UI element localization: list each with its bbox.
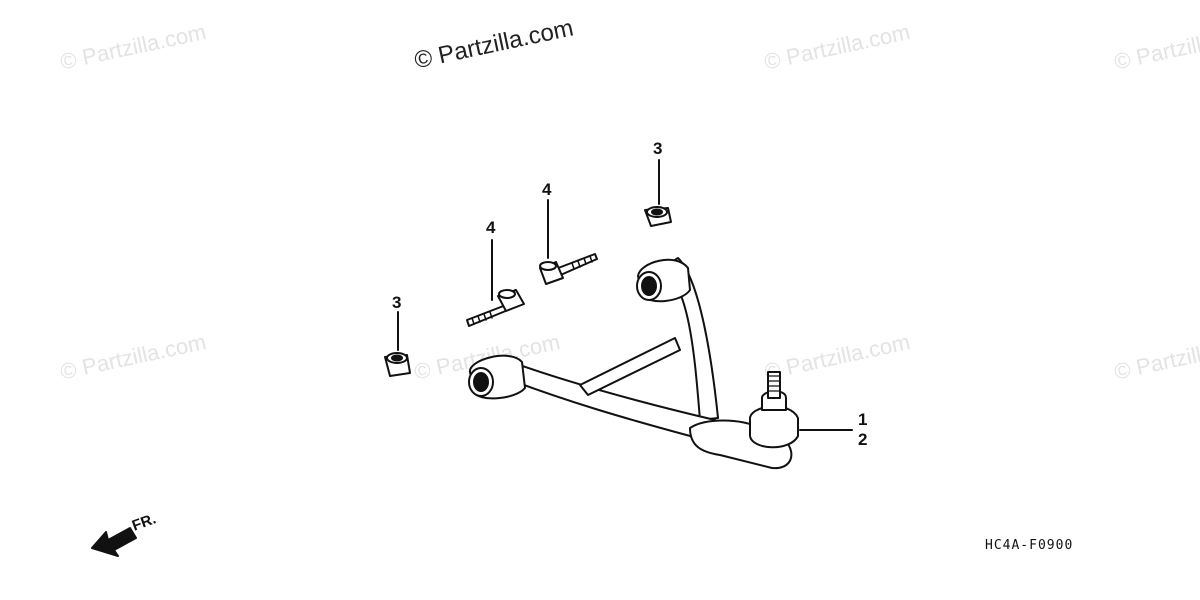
flange-bolt-right[interactable] bbox=[539, 253, 598, 285]
a-arm[interactable] bbox=[468, 257, 793, 470]
flange-bolt-left[interactable] bbox=[466, 289, 525, 327]
callout-arm: 1 bbox=[858, 410, 868, 429]
flange-nut-upper[interactable] bbox=[644, 206, 672, 227]
callout-bolt-right: 4 bbox=[542, 180, 552, 199]
diagram-code: HC4A-F0900 bbox=[985, 538, 1074, 553]
front-direction-arrow bbox=[91, 527, 137, 557]
callout-nut-lower: 3 bbox=[392, 293, 402, 312]
flange-nut-lower[interactable] bbox=[384, 352, 411, 377]
callout-ball-joint: 2 bbox=[858, 430, 868, 449]
callout-nut-upper: 3 bbox=[653, 139, 663, 158]
ball-joint[interactable] bbox=[749, 371, 799, 449]
callout-bolt-left: 4 bbox=[486, 218, 496, 237]
